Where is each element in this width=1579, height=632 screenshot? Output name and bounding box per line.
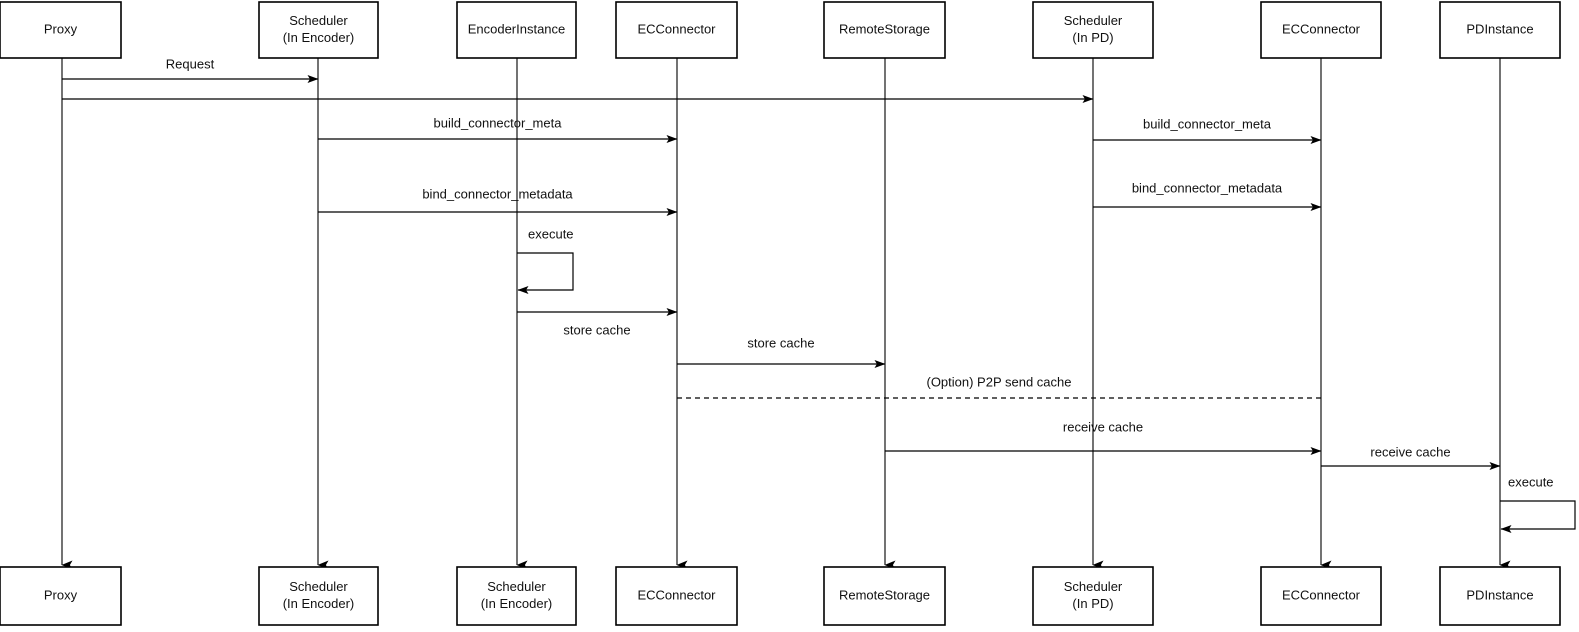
message-label-store-cache-ecconnector-to-remotestorage: store cache: [747, 335, 814, 350]
self-message-label-execute-pd-instance: execute: [1508, 474, 1554, 489]
participant-header-label-encoder-instance: EncoderInstance: [468, 21, 566, 36]
participant-header-scheduler-in-encoder[interactable]: Scheduler (In Encoder): [258, 1, 379, 59]
participant-footer-rect-ec-connector-encoder[interactable]: [615, 566, 738, 626]
message-build-connector-meta-pd: build_connector_meta: [1093, 116, 1322, 144]
participant-header-rect-remote-storage[interactable]: [823, 1, 946, 59]
participant-footer-ec-connector-pd[interactable]: ECConnector: [1260, 566, 1382, 626]
message-label-receive-cache-ecconnector-to-pdinstance: receive cache: [1370, 444, 1450, 459]
participant-footer-label-scheduler-in-encoder: (In Encoder): [283, 596, 355, 611]
message-label-build-connector-meta-pd: build_connector_meta: [1143, 116, 1272, 131]
participant-header-rect-proxy[interactable]: [0, 1, 122, 59]
participant-footer-rect-scheduler-in-pd[interactable]: [1032, 566, 1154, 626]
message-request: Request: [62, 56, 319, 83]
participant-footer-label-ec-connector-encoder: ECConnector: [637, 587, 716, 602]
participant-footer-label-scheduler-in-pd: Scheduler: [1064, 579, 1123, 594]
participant-header-label-remote-storage: RemoteStorage: [839, 21, 930, 36]
participant-footer-rect-encoder-instance[interactable]: [456, 566, 577, 626]
message-bind-connector-metadata-encoder: bind_connector_metadata: [318, 186, 678, 216]
self-message-execute-pd-instance: execute: [1500, 474, 1576, 533]
participant-header-remote-storage[interactable]: RemoteStorage: [823, 1, 946, 59]
participant-header-label-ec-connector-pd: ECConnector: [1282, 21, 1361, 36]
message-receive-cache-remotestorage-to-ecconnector: receive cache: [885, 419, 1322, 455]
message-receive-cache-ecconnector-to-pdinstance: receive cache: [1321, 444, 1501, 470]
participant-footer-ec-connector-encoder[interactable]: ECConnector: [615, 566, 738, 626]
participant-footer-rect-ec-connector-pd[interactable]: [1260, 566, 1382, 626]
messages-layer: Request build_connector_meta build_connect…: [62, 56, 1501, 470]
self-message-path-execute-encoder-instance: [517, 252, 574, 294]
participant-header-rect-ec-connector-pd[interactable]: [1260, 1, 1382, 59]
participant-footer-label-ec-connector-pd: ECConnector: [1282, 587, 1361, 602]
participant-footer-rect-pd-instance[interactable]: [1439, 566, 1561, 626]
bottom-participant-boxes-layer: Proxy Scheduler (In Encoder) Scheduler (In E…: [0, 566, 1561, 626]
participant-header-label-scheduler-in-encoder: Scheduler: [289, 13, 348, 28]
participant-header-proxy[interactable]: Proxy: [0, 1, 122, 59]
participant-footer-remote-storage[interactable]: RemoteStorage: [823, 566, 946, 626]
participant-header-label-ec-connector-encoder: ECConnector: [637, 21, 716, 36]
participant-header-rect-encoder-instance[interactable]: [456, 1, 577, 59]
participant-header-label-scheduler-in-pd: (In PD): [1072, 30, 1113, 45]
participant-header-encoder-instance[interactable]: EncoderInstance: [456, 1, 577, 59]
message-label-bind-connector-metadata-encoder: bind_connector_metadata: [422, 186, 573, 201]
self-message-path-execute-pd-instance: [1500, 500, 1576, 533]
lifelines-layer: [61, 58, 1511, 570]
participant-header-rect-scheduler-in-pd[interactable]: [1032, 1, 1154, 59]
participant-header-rect-scheduler-in-encoder[interactable]: [258, 1, 379, 59]
participant-footer-rect-remote-storage[interactable]: [823, 566, 946, 626]
participant-footer-label-pd-instance: PDInstance: [1466, 587, 1533, 602]
message-bind-connector-metadata-pd: bind_connector_metadata: [1093, 180, 1322, 211]
participant-header-scheduler-in-pd[interactable]: Scheduler (In PD): [1032, 1, 1154, 59]
message-store-cache-ecconnector-to-remotestorage: store cache: [677, 335, 886, 368]
participant-header-label-pd-instance: PDInstance: [1466, 21, 1533, 36]
message-label-store-cache-encoder-to-ecconnector: store cache: [563, 322, 630, 337]
message-label-request: Request: [166, 56, 215, 71]
participant-footer-label-encoder-instance: (In Encoder): [481, 596, 553, 611]
participant-footer-label-scheduler-in-encoder: Scheduler: [289, 579, 348, 594]
participant-footer-pd-instance[interactable]: PDInstance: [1439, 566, 1561, 626]
participant-footer-label-proxy: Proxy: [44, 587, 78, 602]
participant-footer-label-scheduler-in-pd: (In PD): [1072, 596, 1113, 611]
participant-header-pd-instance[interactable]: PDInstance: [1439, 1, 1561, 59]
message-label-p2p-send-cache: (Option) P2P send cache: [926, 374, 1071, 389]
self-message-execute-encoder-instance: execute: [517, 226, 574, 294]
participant-footer-encoder-instance[interactable]: Scheduler (In Encoder): [456, 566, 577, 626]
message-store-cache-encoder-to-ecconnector: store cache: [517, 308, 678, 337]
participant-header-rect-ec-connector-encoder[interactable]: [615, 1, 738, 59]
participant-header-ec-connector-encoder[interactable]: ECConnector: [615, 1, 738, 59]
participant-footer-rect-proxy[interactable]: [0, 566, 122, 626]
participant-header-label-scheduler-in-encoder: (In Encoder): [283, 30, 355, 45]
participant-header-rect-pd-instance[interactable]: [1439, 1, 1561, 59]
participant-header-label-scheduler-in-pd: Scheduler: [1064, 13, 1123, 28]
message-label-bind-connector-metadata-pd: bind_connector_metadata: [1132, 180, 1283, 195]
message-p2p-send-cache: (Option) P2P send cache: [677, 374, 1321, 399]
participant-header-label-proxy: Proxy: [44, 21, 78, 36]
self-messages-layer: execute execute: [517, 226, 1576, 533]
self-message-label-execute-encoder-instance: execute: [528, 226, 574, 241]
message-label-build-connector-meta-encoder: build_connector_meta: [434, 115, 563, 130]
participant-footer-scheduler-in-encoder[interactable]: Scheduler (In Encoder): [258, 566, 379, 626]
participant-footer-rect-scheduler-in-encoder[interactable]: [258, 566, 379, 626]
participant-footer-label-remote-storage: RemoteStorage: [839, 587, 930, 602]
participant-footer-label-encoder-instance: Scheduler: [487, 579, 546, 594]
participant-footer-scheduler-in-pd[interactable]: Scheduler (In PD): [1032, 566, 1154, 626]
participant-header-ec-connector-pd[interactable]: ECConnector: [1260, 1, 1382, 59]
top-participant-boxes-layer: Proxy Scheduler (In Encoder) EncoderInstanc…: [0, 1, 1561, 59]
message-build-connector-meta-encoder: build_connector_meta: [318, 115, 678, 143]
message-label-receive-cache-remotestorage-to-ecconnector: receive cache: [1063, 419, 1143, 434]
participant-footer-proxy[interactable]: Proxy: [0, 566, 122, 626]
